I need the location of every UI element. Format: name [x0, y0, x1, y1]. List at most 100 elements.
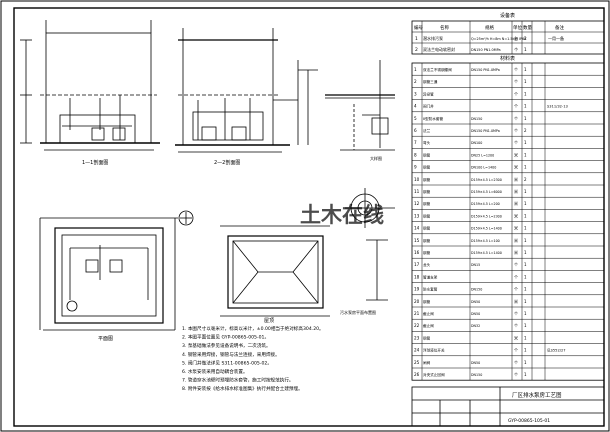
material-cell: 龙头 [423, 262, 431, 267]
material-cell: 1 [524, 348, 527, 353]
pump-detail-drawing [345, 188, 395, 228]
material-cell: 1 [524, 152, 527, 157]
material-cell: 2 [414, 79, 417, 84]
material-cell: 个 [514, 128, 518, 133]
drawing-number: GYP-00865-105-01 [508, 418, 550, 424]
material-cell: 个 [514, 104, 518, 109]
material-cell: 个 [514, 79, 518, 84]
material-cell: 个 [514, 262, 518, 267]
material-cell: D159×4.5 L=200 [471, 202, 500, 206]
material-cell: DN150 [471, 117, 482, 121]
material-cell: 钢管 [423, 226, 431, 231]
material-cell: 10 [414, 177, 420, 182]
equipment-cell: 台 [514, 35, 518, 42]
material-cell: 3 [414, 91, 417, 96]
equipment-cell: 2 [415, 47, 418, 53]
material-cell: 米 [514, 176, 518, 182]
material-cell: DN50 [471, 312, 480, 316]
material-cell: 1 [524, 67, 527, 72]
note-line: 3. 泵基础做法参见设备说明书，二次浇筑。 [182, 342, 271, 349]
material-cell: DN15 [471, 263, 480, 267]
material-cell: 1 [524, 274, 527, 279]
material-cell: 钢管 [423, 165, 431, 170]
material-cell: D159×4.5 L=2300 [471, 178, 502, 182]
material-cell: 个 [514, 360, 518, 365]
equipment-header-cell: 数量 [523, 24, 532, 31]
note-line: 8. 附件安装按《给水排水标准图集》执行并配合土建预埋。 [182, 385, 303, 392]
material-cell: 米 [514, 212, 518, 218]
equipment-cell: DN150 PN1.0MPa [471, 48, 501, 52]
material-cell: 1 [524, 91, 527, 96]
material-cell: 1 [524, 104, 527, 109]
note-line: 1. 本图尺寸以毫米计，标高以米计，±0.00相当于绝对标高304.20。 [182, 325, 324, 332]
material-cell: S311/32-13 [547, 105, 568, 109]
material-cell: 米 [514, 164, 518, 170]
material-cell: 截止阀 [423, 323, 434, 328]
material-cell: 个 [514, 311, 518, 316]
material-cell: D159×4.5 L=6000 [471, 190, 502, 194]
material-cell: 1 [524, 262, 527, 267]
material-cell: 14 [414, 226, 420, 231]
material-cell: 13 [414, 213, 420, 218]
material-cell: 弯头 [423, 140, 431, 145]
notes-block: 1. 本图尺寸以毫米计，标高以米计，±0.00相当于绝对标高304.20。 2. … [182, 325, 324, 392]
material-cell: 米 [514, 249, 518, 255]
material-cell: 1 [524, 299, 527, 304]
material-cell: 米 [514, 151, 518, 157]
title-block [411, 386, 605, 427]
equipment-cell: Q=25m³/h H=8m N=1.5kW IP68 [471, 37, 526, 41]
note-line: 2. 本图平面位置见 GYP-00865-005-01。 [182, 334, 269, 341]
material-cell: 1 [524, 201, 527, 206]
equipment-cell: 1 [524, 47, 527, 52]
watermark-text: 土木在线 [300, 203, 384, 227]
material-cell: 米 [514, 298, 518, 304]
material-cell: 个 [514, 91, 518, 96]
equipment-cell: 1 [415, 36, 418, 42]
material-cell: 钢管 [423, 299, 431, 304]
material-cell: 25 [414, 360, 420, 365]
material-cell: 阀门井 [423, 104, 434, 109]
note-line: 4. 钢管采用焊接，钢管与法兰连接，采用焊接。 [182, 351, 280, 358]
roof-plan-drawing [220, 225, 388, 317]
material-cell: 1 [524, 213, 527, 218]
material-cell: 22 [414, 323, 420, 328]
material-cell: 浮球液位开关 [423, 348, 445, 353]
material-cell: 1 [524, 287, 527, 292]
material-cell: 1 [524, 238, 527, 243]
equipment-cell: 个 [514, 47, 519, 52]
material-cell: DN32 [471, 324, 480, 328]
material-cell: 米 [514, 188, 518, 194]
material-cell: 1 [524, 372, 527, 377]
material-cell: DN50 [471, 361, 480, 365]
material-cell: 1 [524, 335, 527, 340]
material-cell: DN50 [471, 300, 480, 304]
material-cell: 钢管 [423, 177, 431, 182]
material-cell: 个 [514, 323, 518, 328]
equipment-header-cell: 名称 [440, 24, 449, 31]
material-cell: 个 [514, 116, 518, 121]
material-cell: D159×4.5 L=2300 [471, 214, 502, 218]
plan-view-drawing [39, 210, 194, 331]
material-cell: 钢管 [423, 189, 431, 194]
material-cell: 2 [524, 177, 527, 182]
material-cell: 个 [514, 140, 518, 145]
roof-plan-label: 屋顶 [264, 318, 274, 324]
material-cell: 对夹式止回阀 [423, 372, 445, 377]
material-cell: 个 [514, 67, 518, 72]
material-cell: 钢管三通 [423, 79, 438, 84]
note-line: 6. 水泵安装采用自动耦合装置。 [182, 368, 248, 375]
material-cell: 个 [514, 372, 518, 377]
equipment-cell: 双法兰电动软密封 [423, 46, 455, 52]
material-cell: 钢管 [423, 250, 431, 255]
material-cell: 26 [414, 372, 420, 377]
note-line: 7. 管道穿水池壁时预埋防水套管，施工时按规范执行。 [182, 377, 294, 384]
material-cell: 钢管 [423, 201, 431, 206]
material-cell: 23 [414, 335, 420, 340]
material-cell: 1 [524, 250, 527, 255]
material-cell: 个 [514, 348, 518, 353]
plan-view-label: 平面图 [98, 336, 113, 342]
material-cell: 19 [414, 287, 420, 292]
section-1-1-label: 1—1剖面图 [82, 159, 108, 166]
material-cell: 钢管 [423, 335, 431, 340]
